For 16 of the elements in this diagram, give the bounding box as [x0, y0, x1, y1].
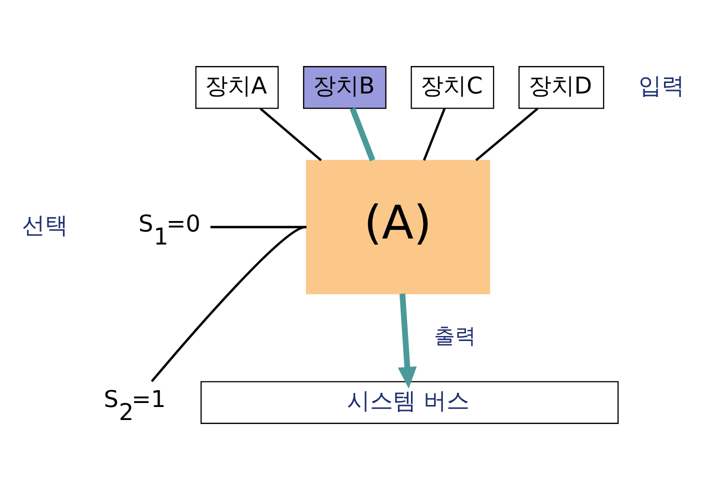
node-box: (A): [306, 159, 490, 294]
label: 선택: [22, 212, 68, 238]
arrow: [398, 292, 417, 388]
node-box: 장치C: [410, 66, 494, 108]
connector: [350, 107, 376, 161]
node-box: 시스템 버스: [200, 380, 619, 424]
edge-label: 출력: [434, 323, 476, 348]
node-box: 장치D: [518, 66, 604, 108]
connector: [260, 107, 322, 161]
node-box: 장치A: [195, 66, 279, 108]
connector: [475, 107, 538, 161]
connector: [150, 225, 306, 382]
label: 입력: [638, 72, 684, 99]
connector: [210, 225, 307, 228]
connector: [422, 108, 446, 160]
node-box: 장치B: [303, 66, 386, 108]
